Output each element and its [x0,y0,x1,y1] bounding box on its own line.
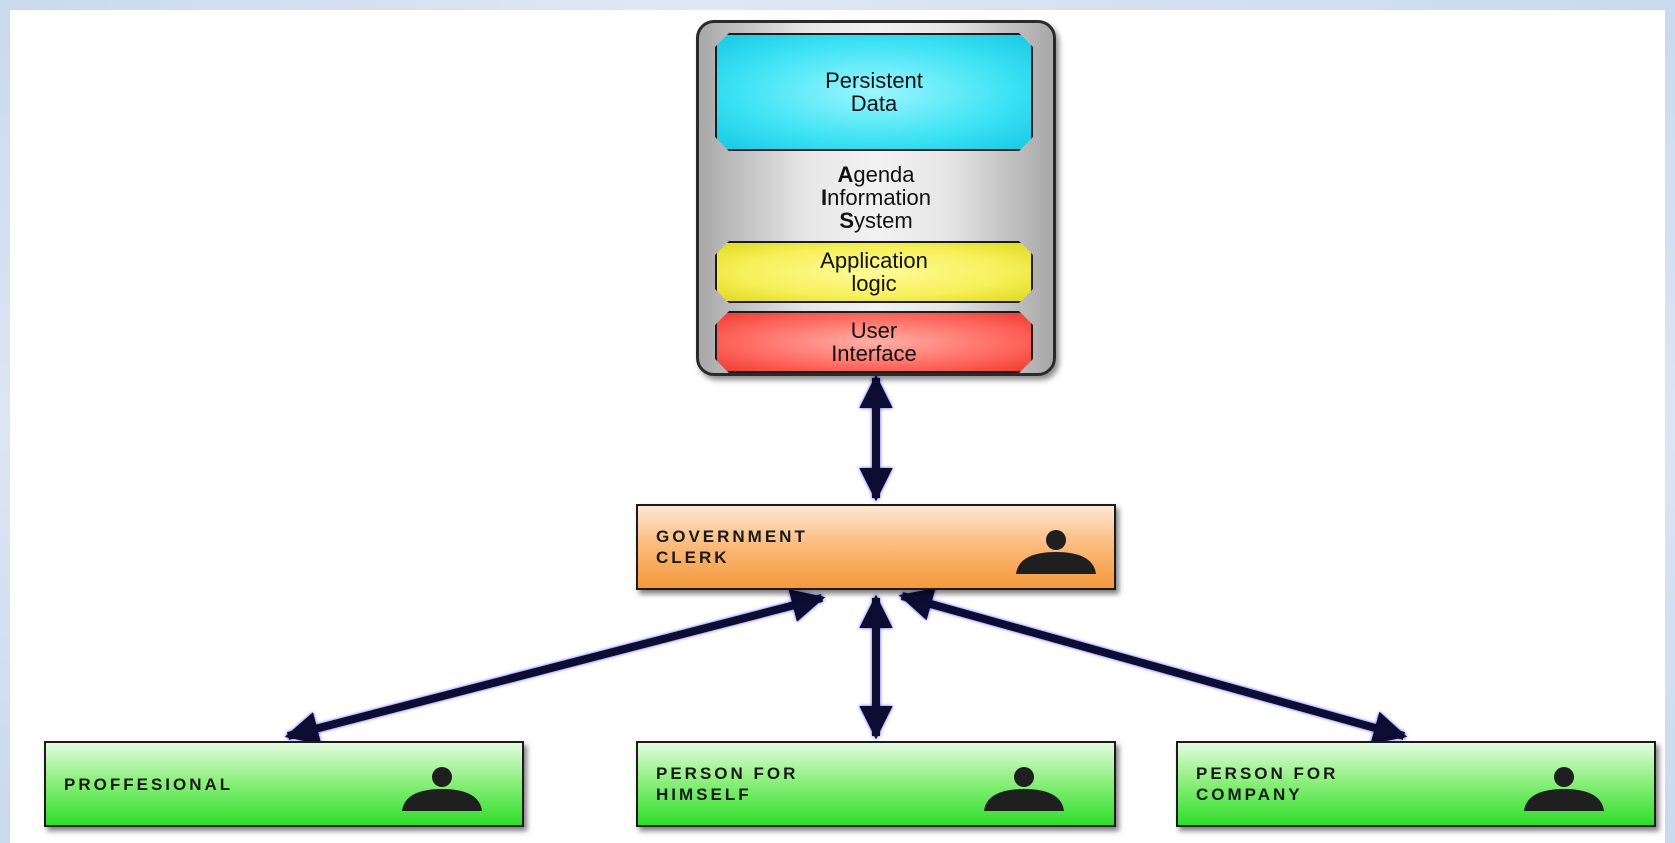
user-interface-label: User Interface [831,318,917,366]
actor-professional-label: PROFFESIONAL [64,743,233,825]
actor-government-clerk-label: GOVERNMENT CLERK [656,506,808,588]
actor-professional: PROFFESIONAL [44,741,524,827]
actor-label-line-2: COMPANY [1196,785,1303,804]
arrow-clerk-person-company [898,587,1408,745]
actor-label-line-1: GOVERNMENT [656,527,808,546]
actor-person-for-himself: PERSON FOR HIMSELF [636,741,1116,827]
system-name-line-2: Information [820,185,932,210]
actor-label-line-1: PROFFESIONAL [64,774,234,794]
persistent-data-label: Persistent Data [825,68,923,116]
system-name-line-1: Agenda [837,162,915,187]
person-silhouette-icon [984,767,1064,811]
person-silhouette-icon [1016,530,1096,574]
page-frame-left [0,0,10,843]
actor-government-clerk: GOVERNMENT CLERK [636,504,1116,590]
page-frame-top [0,0,1675,10]
agenda-information-system: Persistent Data Agenda Information Syste… [696,20,1056,376]
system-name-line-3: System [839,208,913,233]
actor-label-line-1: PERSON FOR [656,764,799,783]
application-logic-layer: Application logic [715,241,1033,303]
system-name: Agenda Information System [699,163,1053,232]
person-silhouette-icon [1524,767,1604,811]
page-frame-right [1665,0,1675,843]
persistent-data-layer: Persistent Data [715,33,1033,151]
actor-label-line-2: CLERK [656,548,730,567]
application-logic-label: Application logic [820,248,928,296]
actor-person-for-company: PERSON FOR COMPANY [1176,741,1656,827]
actor-person-for-himself-label: PERSON FOR HIMSELF [656,743,798,825]
user-interface-layer: User Interface [715,311,1033,373]
actor-label-line-2: HIMSELF [656,785,752,804]
actor-person-for-company-label: PERSON FOR COMPANY [1196,743,1338,825]
person-silhouette-icon [402,767,482,811]
actor-label-line-1: PERSON FOR [1196,764,1339,783]
arrow-clerk-professional [284,589,826,745]
